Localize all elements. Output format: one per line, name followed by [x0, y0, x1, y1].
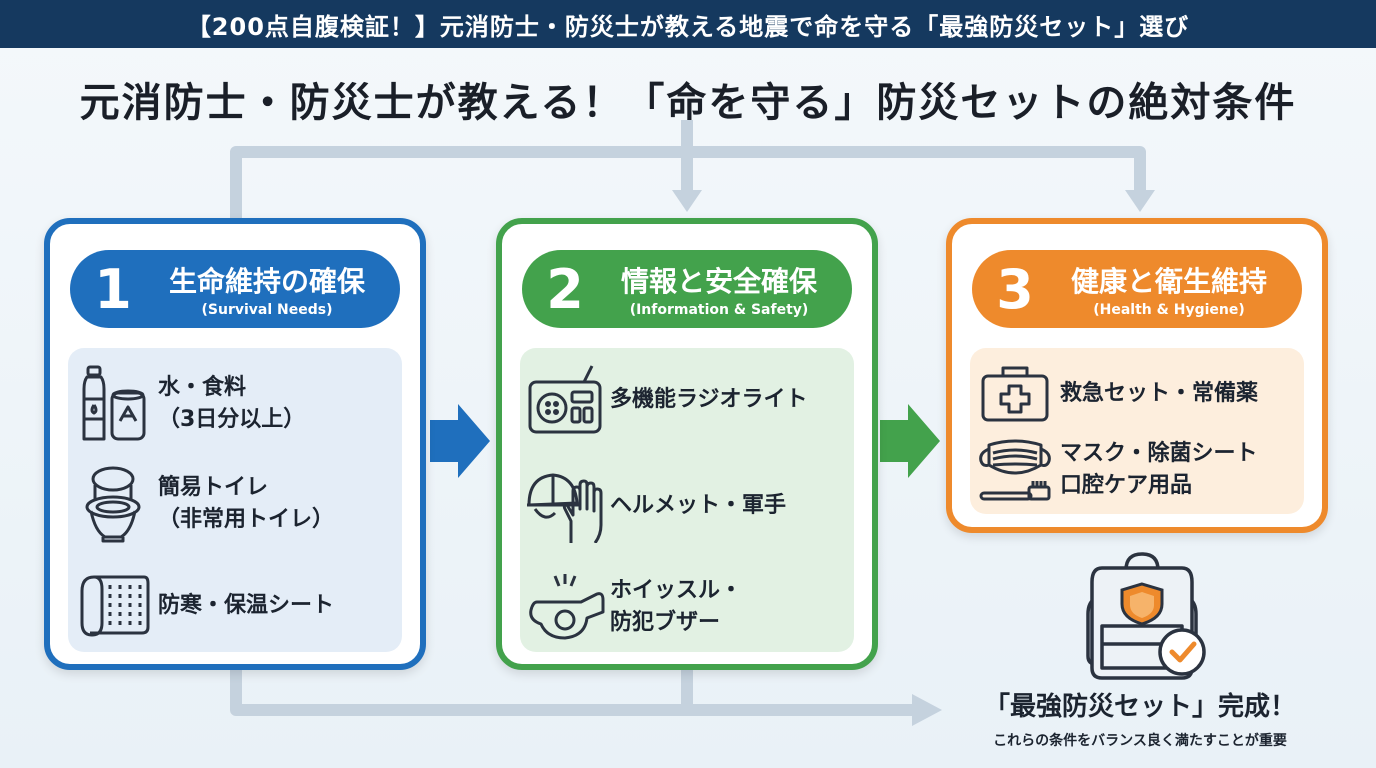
top-banner: 【200点自腹検証！】元消防士・防災士が教える地震で命を守る「最強防災セット」選… — [0, 0, 1376, 48]
section-number: 3 — [996, 257, 1034, 321]
first-aid-kit-icon — [970, 364, 1060, 424]
item-label: （3日分以上） — [158, 407, 306, 432]
list-item: 多機能ラジオライト — [520, 362, 854, 438]
result-note: これらの条件をバランス良く満たすことが重要 — [993, 733, 1287, 749]
section-header-2: 2 情報と安全確保 (Information & Safety) — [522, 250, 852, 328]
item-label: 水・食料 — [158, 375, 247, 400]
bottom-connector-line — [230, 668, 920, 716]
toilet-icon — [68, 465, 158, 543]
list-item: 防寒・保温シート — [68, 566, 402, 646]
item-label: ヘルメット・軍手 — [610, 493, 787, 518]
item-label: 防寒・保温シート — [158, 593, 335, 618]
arrow-right-2-3 — [880, 404, 940, 478]
mask-toothbrush-icon — [970, 435, 1060, 505]
water-bottle-can-icon — [68, 365, 158, 443]
section-card-survival: 1 生命維持の確保 (Survival Needs) 水・食料 （3日 — [44, 218, 426, 670]
section-subtitle: (Information & Safety) — [629, 302, 809, 318]
radio-icon — [520, 364, 610, 436]
section-number: 1 — [94, 257, 132, 321]
arrow-right-1-2 — [430, 404, 490, 478]
section-title: 生命維持の確保 — [168, 265, 365, 298]
item-label: 救急セット・常備薬 — [1060, 381, 1259, 406]
section-header-1: 1 生命維持の確保 (Survival Needs) — [70, 250, 400, 328]
item-label: 口腔ケア用品 — [1060, 473, 1193, 498]
list-item: 水・食料 （3日分以上） — [68, 364, 402, 444]
list-item: 救急セット・常備薬 — [970, 360, 1304, 428]
list-item: ヘルメット・軍手 — [520, 466, 854, 546]
item-label: 防犯ブザー — [610, 610, 721, 635]
arrow-down-3 — [1125, 190, 1155, 212]
section-title: 情報と安全確保 — [620, 265, 817, 298]
item-label: 簡易トイレ — [158, 475, 269, 500]
list-item: ホイッスル・ 防犯ブザー — [520, 566, 854, 648]
item-label: ホイッスル・ — [610, 578, 743, 603]
item-list: 救急セット・常備薬 マスク・除菌シート 口腔ケア用品 — [970, 348, 1304, 514]
section-title: 健康と衛生維持 — [1070, 265, 1267, 298]
list-item: 簡易トイレ （非常用トイレ） — [68, 462, 402, 546]
item-list: 多機能ラジオライト ヘルメット・軍手 — [520, 348, 854, 652]
section-header-3: 3 健康と衛生維持 (Health & Hygiene) — [972, 250, 1302, 328]
item-label: 多機能ラジオライト — [610, 387, 808, 412]
section-subtitle: (Health & Hygiene) — [1093, 302, 1245, 318]
item-list: 水・食料 （3日分以上） 簡易トイレ （非常用トイレ） — [68, 348, 402, 652]
result-title: 「最強防災セット」完成！ — [983, 692, 1296, 722]
helmet-gloves-icon — [520, 469, 610, 543]
section-card-safety: 2 情報と安全確保 (Information & Safety) 多機能ラジオラ… — [496, 218, 878, 670]
arrow-right-result — [912, 694, 942, 726]
item-label: マスク・除菌シート — [1060, 441, 1258, 466]
whistle-icon — [520, 572, 610, 642]
section-subtitle: (Survival Needs) — [201, 302, 333, 318]
section-number: 2 — [546, 257, 584, 321]
thermal-blanket-icon — [68, 573, 158, 639]
page-title: 元消防士・防災士が教える！「命を守る」防災セットの絶対条件 — [79, 80, 1297, 126]
section-card-health: 3 健康と衛生維持 (Health & Hygiene) 救急セット・常備薬 — [946, 218, 1328, 533]
list-item: マスク・除菌シート 口腔ケア用品 — [970, 432, 1304, 508]
item-label: （非常用トイレ） — [158, 507, 335, 532]
arrow-down-2 — [672, 190, 702, 212]
backpack-shield-check-icon — [1086, 552, 1206, 680]
banner-text: 【200点自腹検証！】元消防士・防災士が教える地震で命を守る「最強防災セット」選… — [186, 12, 1190, 41]
